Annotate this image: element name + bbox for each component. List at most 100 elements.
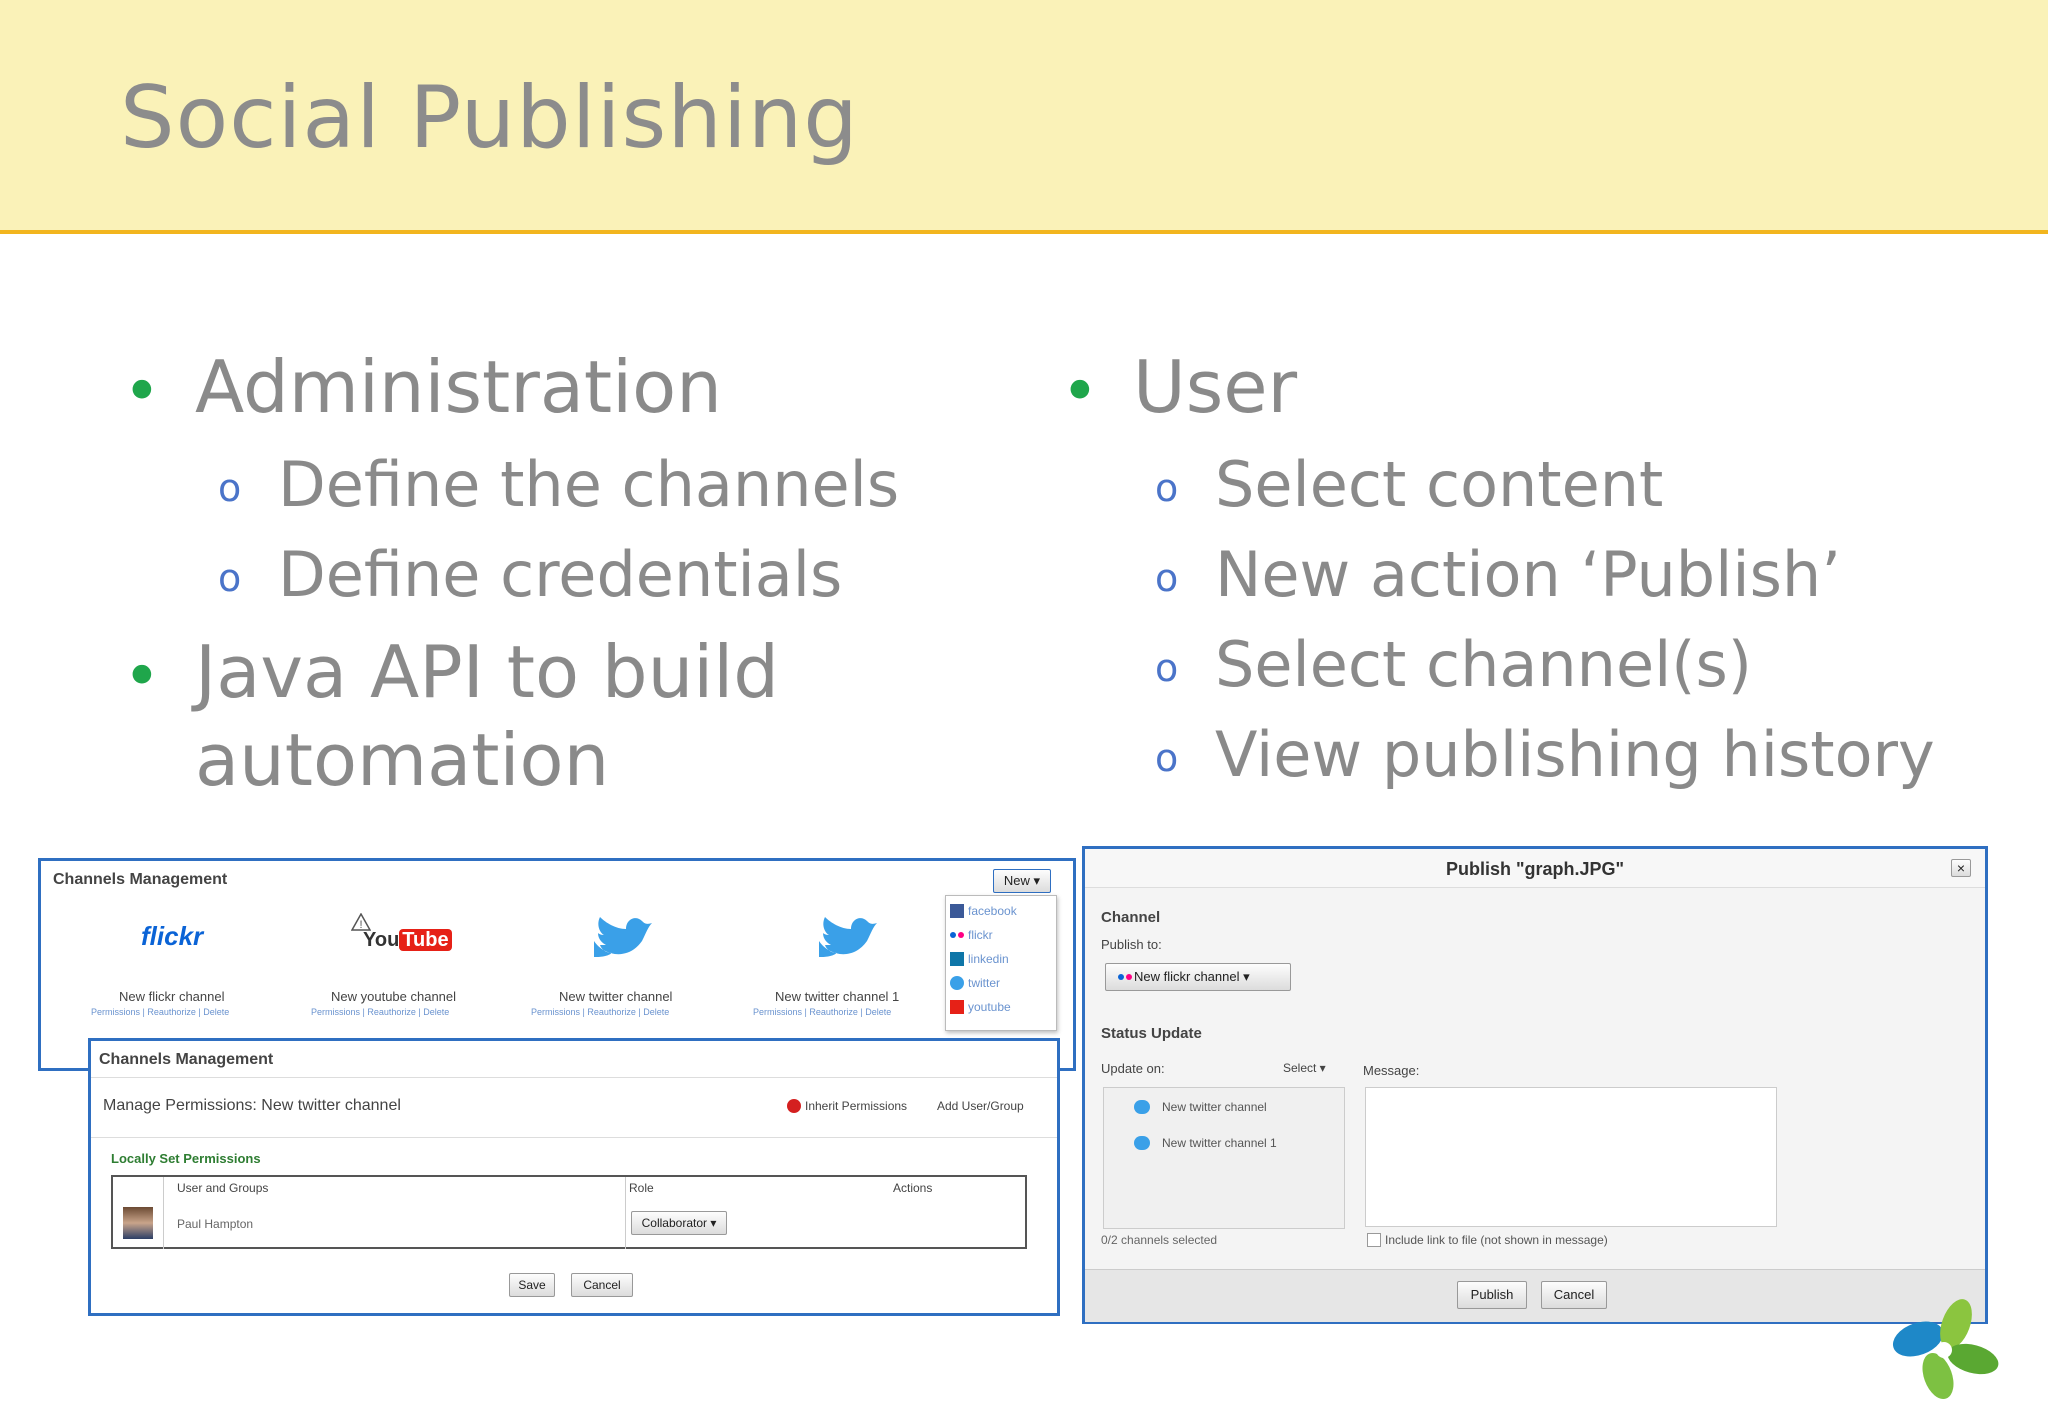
bullet-java-api: • Java API to build [123,630,779,714]
divider [91,1077,1057,1078]
include-link-label: Include link to file (not shown in messa… [1385,1233,1608,1247]
user-name: Paul Hampton [177,1217,254,1231]
dialog-titlebar [1085,849,1985,888]
sub-bullet-text: Define the channels [278,448,900,521]
menu-item-label: twitter [968,976,1001,990]
menu-item-twitter[interactable]: twitter [950,976,1001,990]
cancel-button[interactable]: Cancel [571,1273,633,1297]
inherit-permissions-link[interactable]: Inherit Permissions [805,1099,908,1113]
panel-title: Channels Management [53,871,228,888]
bullet-dot-icon: • [123,640,161,714]
menu-item-label: youtube [968,1000,1011,1014]
sub-bullet-text: New action ‘Publish’ [1215,538,1841,611]
dialog-footer [1085,1269,1985,1322]
channels-selected-count: 0/2 channels selected [1101,1233,1218,1247]
publish-to-value: New flickr channel ▾ [1134,969,1250,984]
save-button[interactable]: Save [509,1273,555,1297]
sub-bullet: o Select channel(s) [1155,628,1752,701]
youtube-icon [950,1000,964,1014]
permissions-panel: Channels Management Manage Permissions: … [88,1038,1060,1316]
column-header-role: Role [629,1181,654,1195]
twitter-icon [1134,1100,1150,1114]
publish-to-label: Publish to: [1101,937,1162,952]
channel-name: New twitter channel [559,989,673,1004]
youtube-logo-you: You [363,929,400,951]
bullet-administration: • Administration [123,345,722,429]
channel-actions-links[interactable]: Permissions | Reauthorize | Delete [91,1007,230,1017]
sub-bullet-text: View publishing history [1215,718,1935,791]
sub-bullet-icon: o [1155,736,1179,780]
channel-actions-links[interactable]: Permissions | Reauthorize | Delete [311,1007,450,1017]
twitter-icon [1134,1136,1150,1150]
sub-bullet: o Define credentials [218,538,843,611]
flickr-icon [1118,974,1124,980]
channel-actions-links[interactable]: Permissions | Reauthorize | Delete [753,1007,892,1017]
sub-bullet-icon: o [218,556,242,600]
bullet-text: Java API to build [195,630,779,714]
new-channel-button[interactable]: New ▾ [993,869,1051,893]
divider [91,1137,1057,1138]
youtube-logo-tube: Tube [399,929,452,951]
title-banner: Social Publishing [0,0,2048,234]
bullet-dot-icon: • [123,355,161,429]
new-channel-menu: facebook flickr linkedin twitter youtube [945,895,1057,1031]
publish-button[interactable]: Publish [1457,1281,1527,1309]
menu-item-flickr[interactable]: flickr [950,928,993,942]
sub-bullet: o Define the channels [218,448,900,521]
menu-item-label: flickr [968,928,993,942]
flickr-dot-icon [1126,974,1132,980]
publish-dialog: Publish "graph.JPG" × Channel Publish to… [1082,846,1988,1324]
menu-item-facebook[interactable]: facebook [950,904,1017,918]
channel-option[interactable]: New twitter channel 1 [1162,1136,1277,1150]
sub-bullet: o View publishing history [1155,718,1935,791]
slide-title: Social Publishing [120,68,859,168]
bullet-text: Administration [195,345,722,429]
menu-item-label: linkedin [968,952,1009,966]
sub-bullet: o New action ‘Publish’ [1155,538,1841,611]
channel-name: New flickr channel [119,989,225,1004]
channel-name: New youtube channel [331,989,457,1004]
svg-text:!: ! [359,919,362,931]
menu-item-linkedin[interactable]: linkedin [950,952,1009,966]
sub-bullet-text: Define credentials [278,538,843,611]
locally-set-heading: Locally Set Permissions [111,1151,261,1166]
channel-option[interactable]: New twitter channel [1162,1100,1267,1114]
company-logo-icon [1878,1284,2008,1404]
update-on-label: Update on: [1101,1061,1165,1076]
sub-bullet-text: Select content [1215,448,1664,521]
divider [625,1177,626,1249]
sub-bullet-icon: o [1155,556,1179,600]
permissions-subtitle: Manage Permissions: New twitter channel [103,1097,401,1114]
status-update-heading: Status Update [1101,1025,1202,1042]
cancel-button[interactable]: Cancel [1541,1281,1607,1309]
flickr-logo-text: flickr [141,921,204,951]
close-icon[interactable]: × [1951,859,1971,877]
channel-actions-links[interactable]: Permissions | Reauthorize | Delete [531,1007,670,1017]
sub-bullet-icon: o [1155,466,1179,510]
avatar [123,1207,153,1239]
linkedin-icon [950,952,964,966]
twitter-bird-icon [594,917,652,957]
menu-item-label: facebook [968,904,1017,918]
flickr-icon [950,932,956,938]
role-select[interactable]: Collaborator ▾ [631,1211,727,1235]
inherit-permissions-icon[interactable] [787,1099,801,1113]
warning-icon: ! [350,912,379,931]
bullet-text: User [1133,345,1298,429]
sub-bullet-icon: o [218,466,242,510]
menu-item-youtube[interactable]: youtube [950,1000,1011,1014]
add-user-group-link[interactable]: Add User/Group [937,1099,1024,1113]
bullet-java-api-cont: automation [195,718,609,802]
channel-name: New twitter channel 1 [775,989,900,1004]
bullet-dot-icon: • [1061,355,1099,429]
include-link-checkbox[interactable] [1367,1233,1381,1247]
publish-to-select[interactable]: New flickr channel ▾ [1105,963,1291,991]
permissions-table: User and Groups Role Actions Paul Hampto… [111,1175,1027,1249]
flickr-dot-icon [958,932,964,938]
select-dropdown[interactable]: Select ▾ [1283,1061,1326,1075]
flickr-logo-icon: flickr [141,921,203,952]
channel-heading: Channel [1101,909,1161,926]
message-textarea[interactable] [1365,1087,1777,1227]
